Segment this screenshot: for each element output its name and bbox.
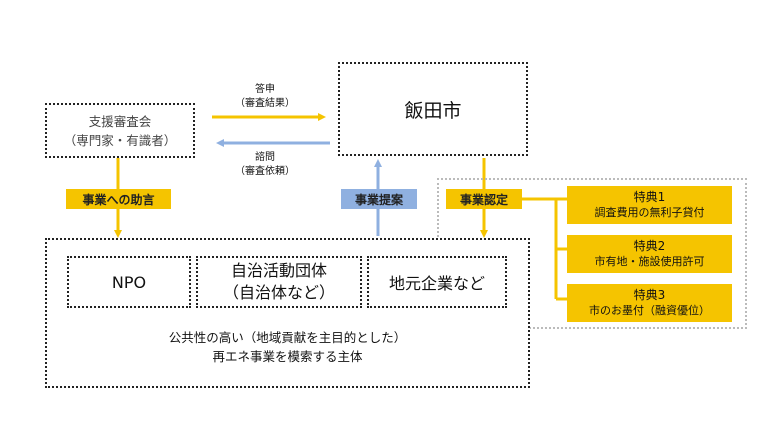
benefit-2: 特典2 市有地・施設使用許可 <box>567 235 732 273</box>
iida-city-label: 飯田市 <box>404 99 462 122</box>
advice-tag: 事業への助言 <box>66 189 171 209</box>
toushin-label: 答申 （審査結果） <box>222 83 308 111</box>
shimon-line2: （審査依頼） <box>235 166 295 177</box>
review-committee-box: 支援審査会 （専門家・有識者） <box>45 103 195 158</box>
review-committee-line2: （専門家・有識者） <box>63 132 177 148</box>
benefit-2-title: 特典2 <box>633 239 666 253</box>
benefit-3: 特典3 市のお墨付（融資優位） <box>567 284 732 322</box>
shimon-line1: 諮問 <box>255 152 275 163</box>
benefit-3-desc: 市のお墨付（融資優位） <box>589 304 710 317</box>
certify-tag: 事業認定 <box>446 189 522 209</box>
iida-city-box: 飯田市 <box>338 62 528 156</box>
entities-desc-line1: 公共性の高い（地域貢献を主目的とした） <box>168 330 407 345</box>
jichi-line2: （自治体など） <box>222 283 335 302</box>
jimoto-label: 地元企業など <box>388 274 485 293</box>
jichi-box: 自治活動団体 （自治体など） <box>196 256 362 308</box>
proposal-tag: 事業提案 <box>341 189 417 209</box>
benefit-1-desc: 調査費用の無利子貸付 <box>594 206 705 219</box>
shimon-label: 諮問 （審査依頼） <box>222 151 308 179</box>
jichi-line1: 自治活動団体 <box>230 261 327 280</box>
npo-box: NPO <box>67 256 191 308</box>
benefit-3-title: 特典3 <box>633 288 666 302</box>
jimoto-box: 地元企業など <box>367 256 507 308</box>
benefit-1: 特典1 調査費用の無利子貸付 <box>567 186 732 224</box>
toushin-line2: （審査結果） <box>235 98 295 109</box>
benefit-2-desc: 市有地・施設使用許可 <box>594 255 705 268</box>
npo-label: NPO <box>111 272 147 292</box>
entities-box: NPO 自治活動団体 （自治体など） 地元企業など 公共性の高い（地域貢献を主目… <box>45 238 530 388</box>
entities-description: 公共性の高い（地域貢献を主目的とした） 再エネ事業を模索する主体 <box>47 328 528 366</box>
toushin-line1: 答申 <box>255 84 275 95</box>
review-committee-line1: 支援審査会 <box>88 113 152 129</box>
benefit-1-title: 特典1 <box>633 190 666 204</box>
entities-desc-line2: 再エネ事業を模索する主体 <box>212 349 363 364</box>
